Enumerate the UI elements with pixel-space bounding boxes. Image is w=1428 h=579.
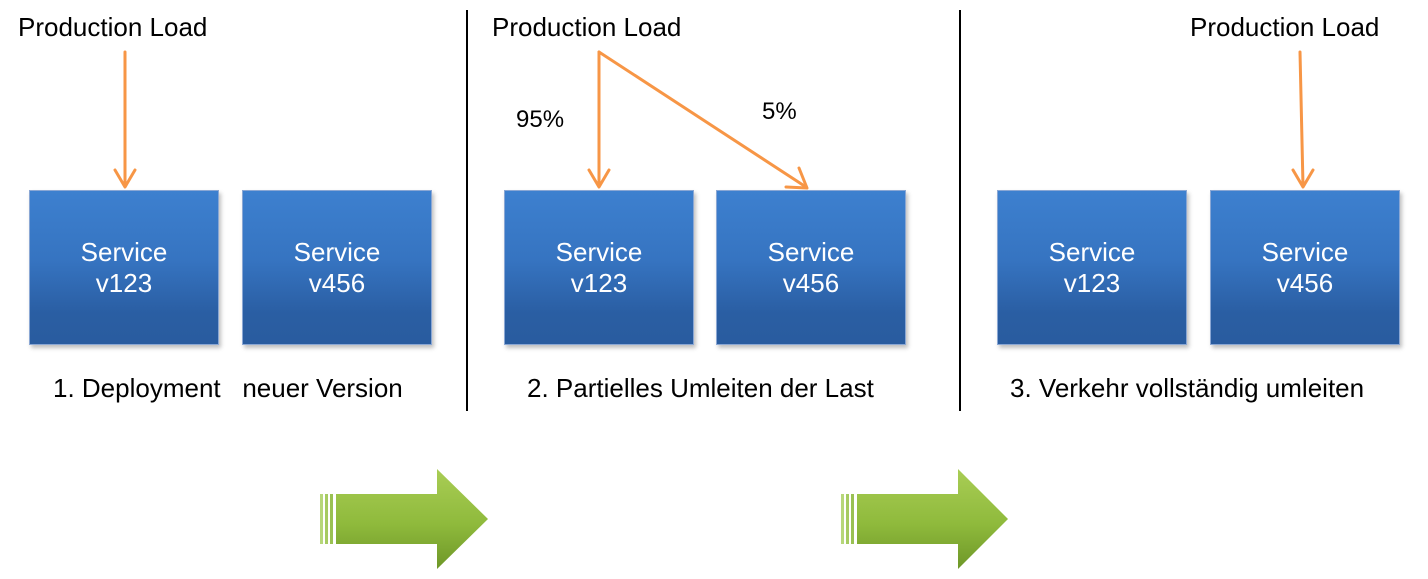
panel-3-service-v123: Service v123: [997, 190, 1187, 345]
service-version: v123: [570, 267, 628, 298]
service-name: Service: [767, 236, 855, 267]
panel-divider-2: [959, 10, 961, 411]
panel-2-split-right-pct: 5%: [762, 98, 797, 125]
panel-2-service-v123: Service v123: [504, 190, 694, 345]
panel-1-load-arrow-icon: [113, 50, 137, 189]
service-name: Service: [80, 236, 168, 267]
service-name: Service: [1048, 236, 1136, 267]
service-version: v123: [1063, 267, 1121, 298]
service-name: Service: [1261, 236, 1349, 267]
panel-1-caption: 1. Deployment neuer Version: [53, 373, 403, 403]
panel-1-service-v456: Service v456: [242, 190, 432, 345]
panel-3-load-label: Production Load: [1190, 12, 1380, 42]
panel-3-caption: 3. Verkehr vollständig umleiten: [1010, 373, 1365, 403]
panel-1-load-label: Production Load: [18, 12, 208, 42]
panel-2-service-v456: Service v456: [716, 190, 906, 345]
panel-divider-1: [466, 10, 468, 411]
transition-arrow-2-icon: [841, 469, 1008, 569]
service-version: v123: [95, 267, 153, 298]
panel-1-service-v123: Service v123: [29, 190, 219, 345]
panel-2-split-left-pct: 95%: [516, 106, 565, 133]
service-name: Service: [293, 236, 381, 267]
service-version: v456: [1276, 267, 1334, 298]
panel-2-load-label: Production Load: [492, 12, 682, 42]
service-version: v456: [782, 267, 840, 298]
service-version: v456: [308, 267, 366, 298]
transition-arrow-1-icon: [320, 469, 488, 569]
panel-3-load-arrow-icon: [1291, 50, 1315, 189]
panel-2-caption: 2. Partielles Umleiten der Last: [527, 373, 874, 403]
service-name: Service: [555, 236, 643, 267]
panel-3-service-v456: Service v456: [1210, 190, 1400, 345]
